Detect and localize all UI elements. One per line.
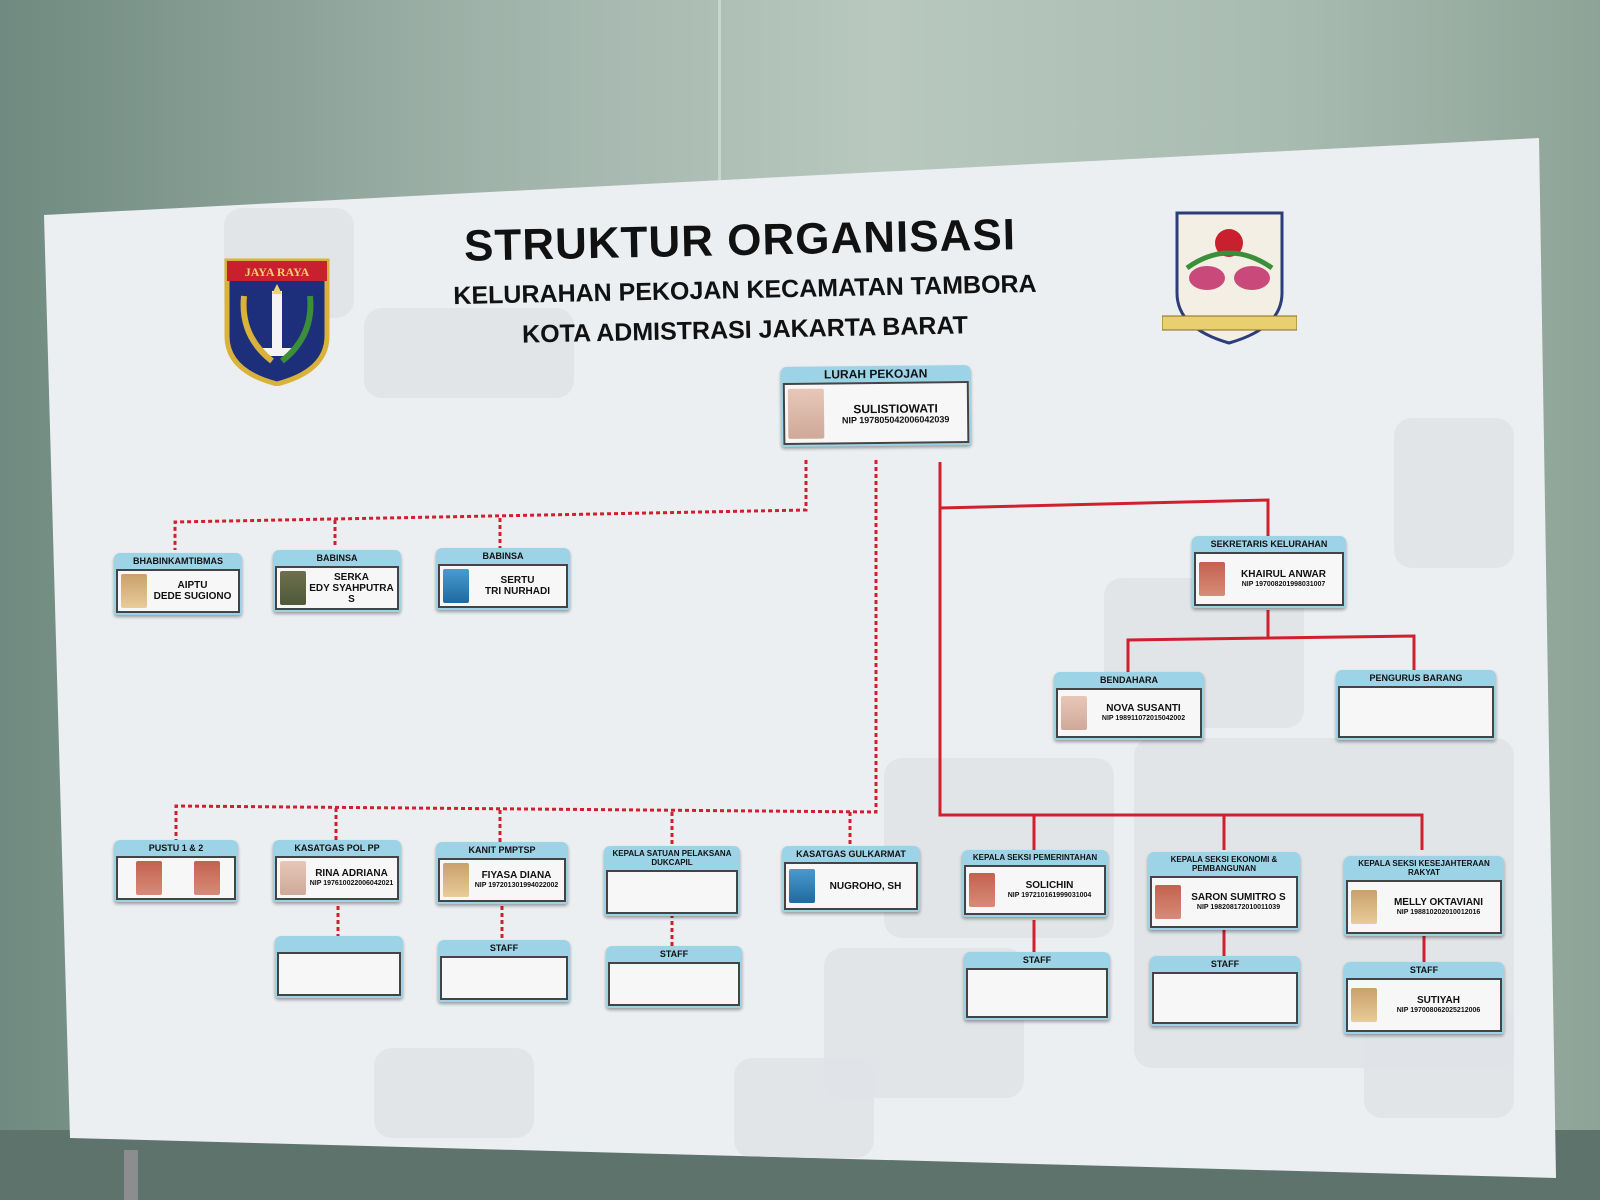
card-title: BABINSA — [482, 551, 524, 561]
board-stand-leg — [124, 1150, 138, 1200]
person-rank: SERKA — [333, 571, 369, 583]
card-title: KANIT PMPTSP — [468, 845, 536, 855]
person-name: DEDE SUGIONO — [153, 591, 232, 602]
card-title: BHABINKAMTIBMAS — [133, 556, 223, 566]
card-title: KEPALA SEKSI PEMERINTAHAN — [972, 853, 1098, 862]
card-title: BABINSA — [316, 553, 358, 563]
card-staff-dukcapil: STAFF — [606, 946, 742, 1008]
card-title: STAFF — [659, 949, 689, 959]
portrait-photo — [135, 861, 162, 895]
person-nip: NIP 197201301994022002 — [474, 882, 559, 889]
portrait-photo — [121, 574, 147, 608]
portrait-photo — [1061, 696, 1087, 730]
card-title: KASATGAS GULKARMAT — [796, 849, 906, 859]
person-nip: NIP 198911072015042002 — [1101, 715, 1186, 722]
portrait-photo — [1155, 885, 1181, 919]
person-name: EDY SYAHPUTRA S — [309, 582, 394, 605]
person-nip: NIP 197805042006042039 — [841, 413, 950, 425]
card-pustu: PUSTU 1 & 2 — [114, 840, 238, 902]
card-title: KEPALA SEKSI KESEJAHTERAAN RAKYAT — [1358, 859, 1490, 877]
portrait-photo — [787, 388, 825, 439]
person-name: RINA ADRIANA — [315, 868, 388, 879]
portrait-photo — [280, 861, 306, 895]
card-title: STAFF — [1210, 959, 1240, 969]
person-name: MELLY OKTAVIANI — [1393, 897, 1484, 908]
portrait-photo — [969, 873, 995, 907]
card-title: KASATGAS POL PP — [294, 843, 380, 853]
card-kasi-ekonomi-pembangunan: KEPALA SEKSI EKONOMI & PEMBANGUNAN SARON… — [1148, 852, 1300, 930]
card-staff-pemerintahan: STAFF — [964, 952, 1110, 1020]
card-title: BENDAHARA — [1100, 675, 1158, 685]
jakarta-barat-emblem-icon — [1162, 211, 1297, 345]
person-nip: NIP 197008062025212006 — [1396, 1007, 1481, 1014]
card-title: KEPALA SATUAN PELAKSANA DUKCAPIL — [612, 849, 732, 867]
card-dukcapil: KEPALA SATUAN PELAKSANA DUKCAPIL — [604, 846, 740, 916]
person-nip: NIP 198208172010011039 — [1196, 904, 1281, 911]
card-title: PENGURUS BARANG — [1369, 673, 1463, 683]
person-name: FIYASA DIANA — [481, 870, 552, 881]
person-name: NUGROHO, SH — [829, 880, 902, 892]
card-kasatgas-gulkarmat: KASATGAS GULKARMAT NUGROHO, SH — [782, 846, 920, 912]
person-rank: AIPTU — [177, 580, 208, 591]
portrait-photo — [443, 863, 469, 897]
person-name: SARON SUMITRO S — [1191, 892, 1286, 903]
card-title: PUSTU 1 & 2 — [148, 843, 204, 853]
portrait-photo — [1199, 562, 1225, 596]
portrait-photo — [789, 869, 815, 903]
person-rank: SERTU — [500, 575, 535, 586]
portrait-photo — [443, 569, 469, 603]
svg-text:JAYA RAYA: JAYA RAYA — [245, 265, 310, 279]
card-staff-pmptsp: STAFF — [438, 940, 570, 1002]
person-nip: NIP 197610022006042021 — [309, 880, 394, 887]
person-name: SUTIYAH — [1417, 995, 1460, 1006]
person-nip: NIP 197008201998031007 — [1241, 581, 1326, 588]
card-title: STAFF — [1022, 955, 1052, 965]
card-title: KEPALA SEKSI EKONOMI & PEMBANGUNAN — [1170, 855, 1278, 873]
person-nip: NIP 197210161999031004 — [1007, 892, 1092, 899]
card-staff-pol-pp — [275, 936, 403, 998]
portrait-photo — [1351, 890, 1377, 924]
card-pengurus-barang: PENGURUS BARANG — [1336, 670, 1496, 740]
person-name: SOLICHIN — [1025, 880, 1074, 891]
portrait-photo — [280, 571, 306, 605]
card-title: SEKRETARIS KELURAHAN — [1210, 539, 1328, 549]
portrait-photo — [193, 861, 220, 895]
card-title: STAFF — [1409, 965, 1439, 975]
jakarta-emblem-icon: JAYA RAYA — [224, 258, 330, 386]
person-name: TRI NURHADI — [485, 586, 550, 597]
portrait-photo — [1351, 988, 1377, 1022]
card-kasi-kesejahteraan-rakyat: KEPALA SEKSI KESEJAHTERAAN RAKYAT MELLY … — [1344, 856, 1504, 936]
person-name: KHAIRUL ANWAR — [1241, 569, 1326, 580]
person-name: NOVA SUSANTI — [1106, 703, 1181, 714]
card-title: STAFF — [489, 943, 519, 953]
wall-seam — [718, 0, 721, 200]
person-nip: NIP 198810202010012016 — [1396, 909, 1481, 916]
card-staff-ekonomi: STAFF — [1150, 956, 1300, 1026]
